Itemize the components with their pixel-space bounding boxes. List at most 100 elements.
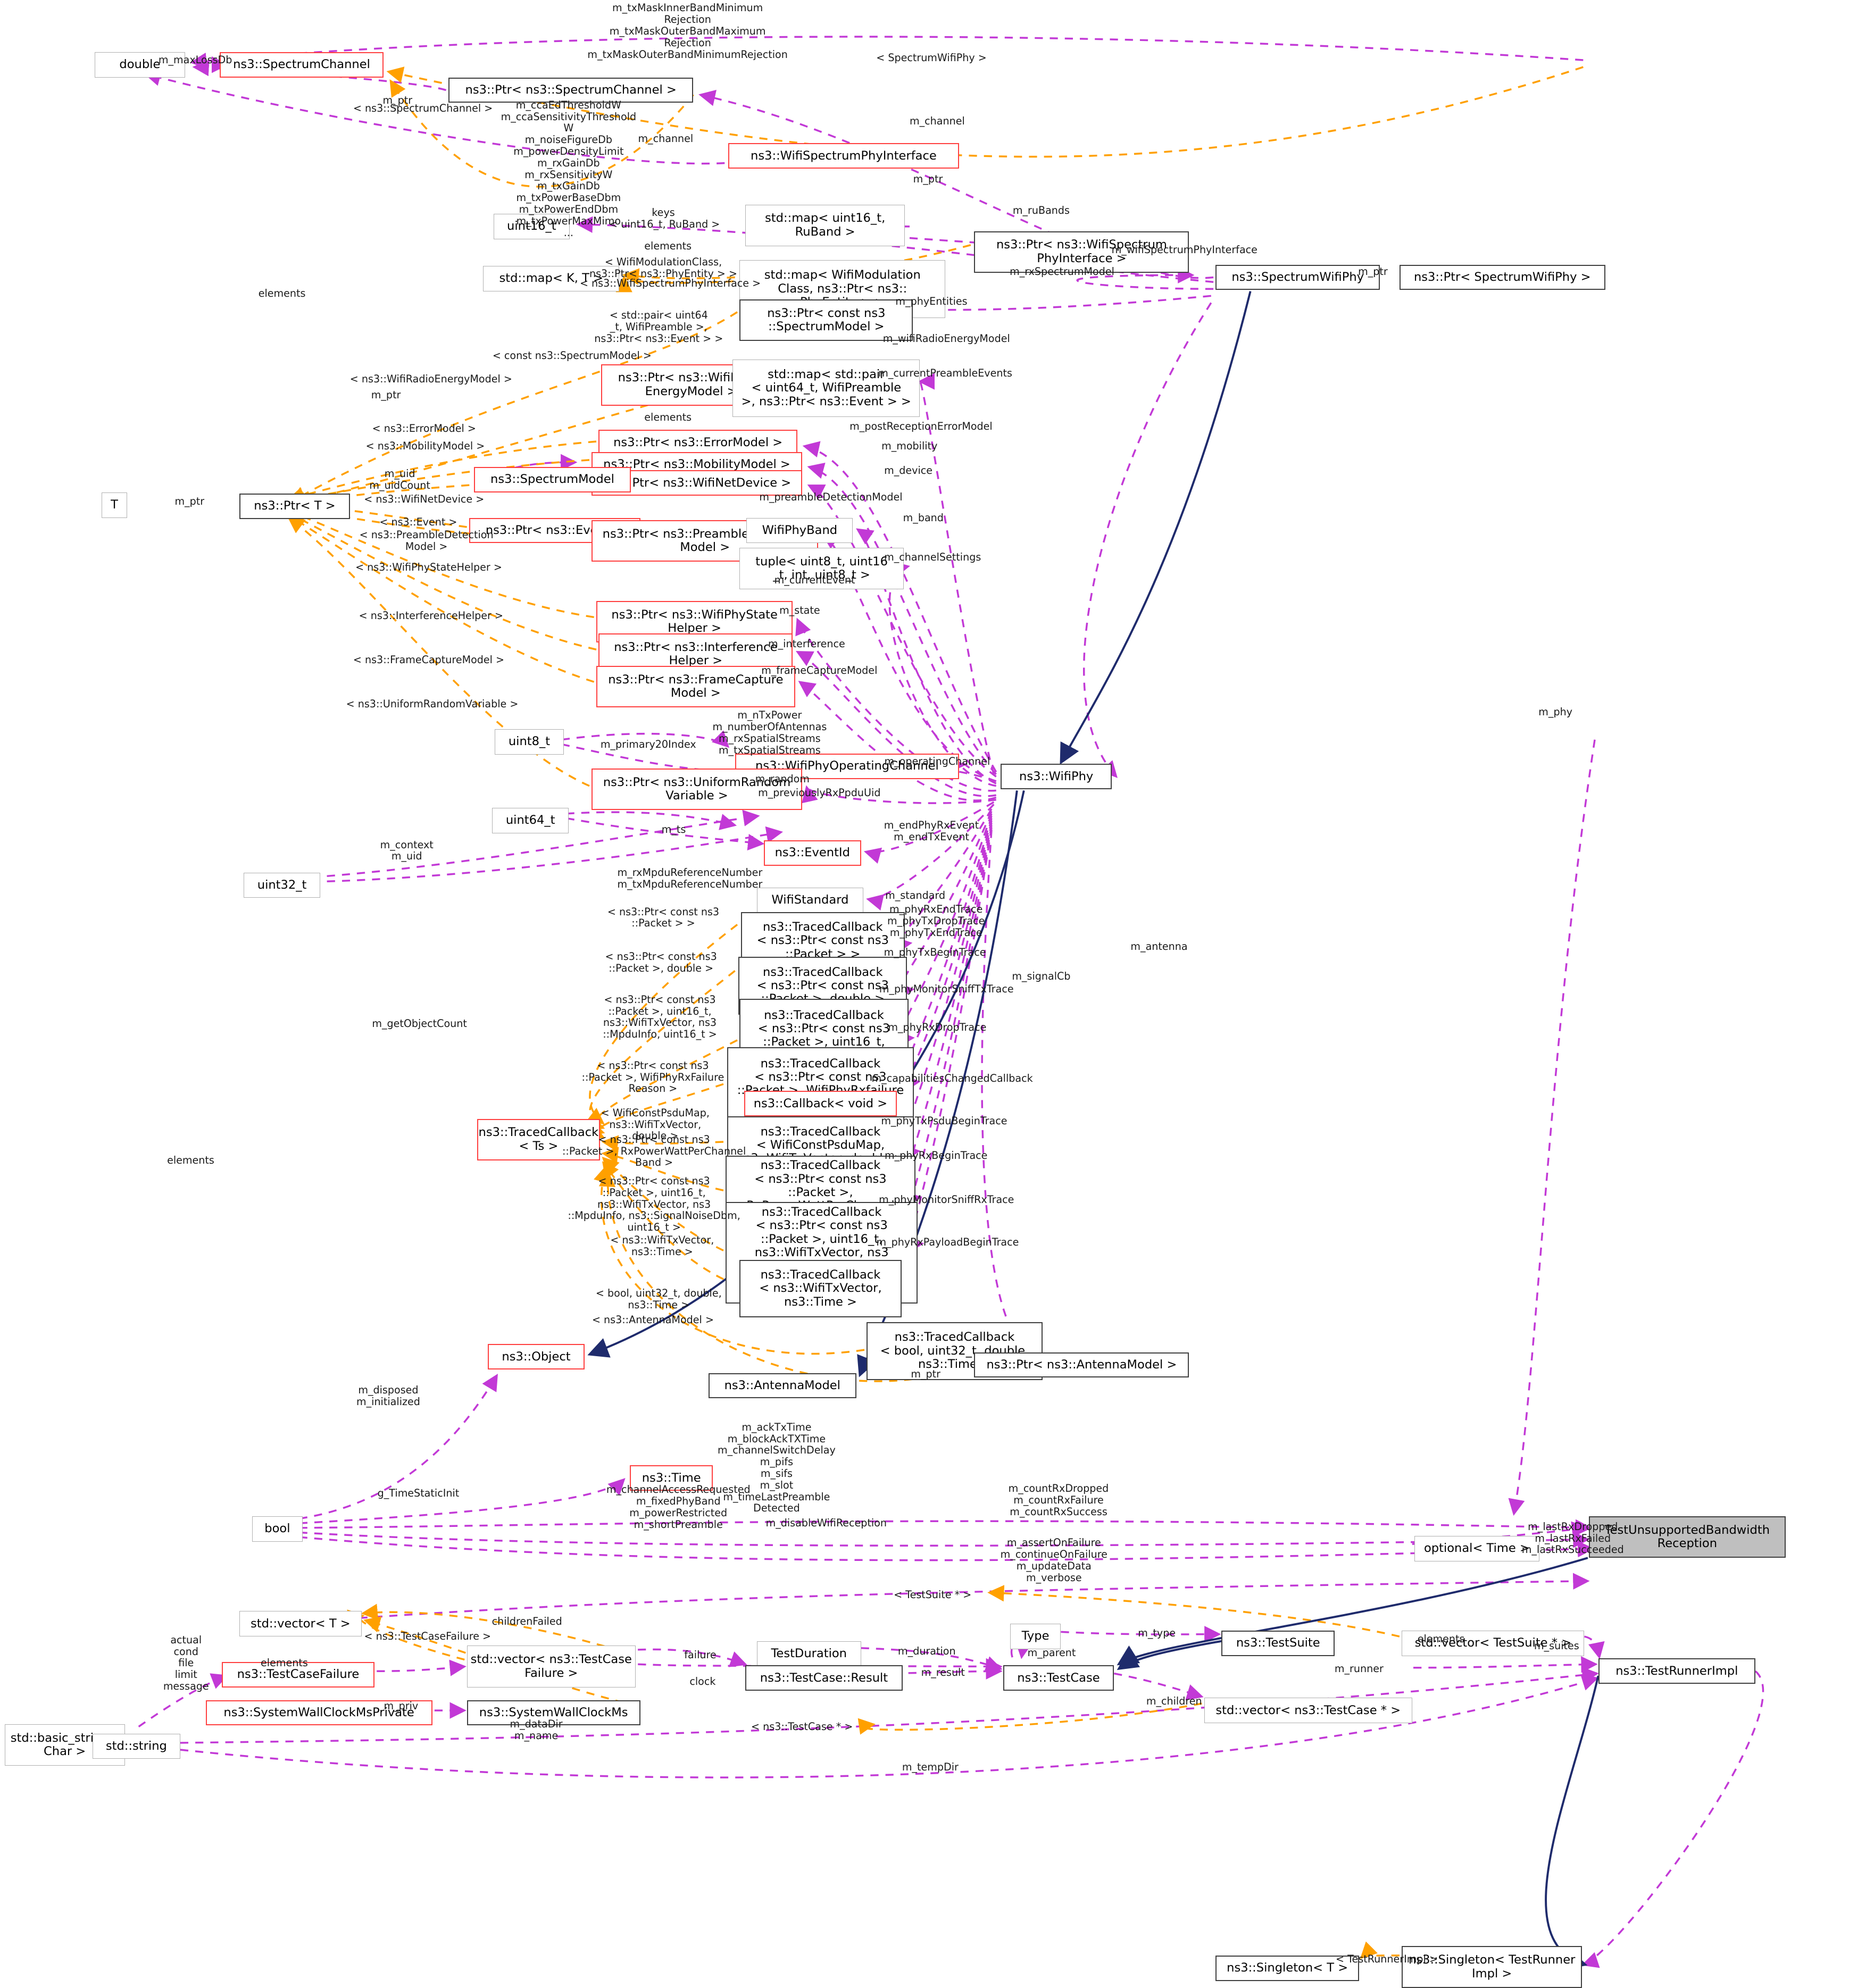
node-wifiSpectrumPhyInterface[interactable]: ns3::WifiSpectrumPhyInterface bbox=[728, 143, 960, 169]
node-ptrT[interactable]: ns3::Ptr< T > bbox=[239, 493, 351, 519]
edge-label-4: < ns3::SpectrumChannel > bbox=[353, 102, 493, 115]
edge-label-84: g_TimeStaticInit bbox=[377, 1486, 460, 1499]
node-wifiPhy[interactable]: ns3::WifiPhy bbox=[1001, 764, 1112, 790]
node-uint32t[interactable]: uint32_t bbox=[244, 872, 320, 898]
node-testSuite[interactable]: ns3::TestSuite bbox=[1221, 1631, 1335, 1656]
node-ptrWifiSpectrumPhyInterface[interactable]: ns3::Ptr< ns3::WifiSpectrum PhyInterface… bbox=[974, 231, 1189, 273]
edge-label-18: m_phyEntities bbox=[895, 295, 968, 308]
node-ptrConstSpectrumModel[interactable]: ns3::Ptr< const ns3 ::SpectrumModel > bbox=[739, 299, 913, 341]
node-mapUint16RuBand[interactable]: std::map< uint16_t, RuBand > bbox=[745, 204, 905, 246]
edge-label-17: m_ptr bbox=[1358, 265, 1388, 278]
node-placeholderT[interactable]: T bbox=[102, 492, 127, 518]
node-antennaModel[interactable]: ns3::AntennaModel bbox=[708, 1373, 856, 1399]
edge-label-108: < ns3::TestCase * > bbox=[751, 1720, 853, 1733]
edge-label-90: m_assertOnFailure m_continueOnFailure m_… bbox=[1000, 1536, 1107, 1584]
node-mapKT[interactable]: std::map< K, T > bbox=[483, 265, 620, 291]
edge-label-68: < WifiConstPsduMap, ns3::WifiTxVector, d… bbox=[601, 1106, 710, 1142]
node-singletonTestRunnerImpl[interactable]: ns3::Singleton< TestRunner Impl > bbox=[1402, 1946, 1583, 1988]
edge-label-32: m_uid m_uidCount bbox=[369, 467, 430, 491]
edge-label-35: m_preambleDetectionModel bbox=[759, 490, 903, 503]
node-tracedCallbackTs[interactable]: ns3::TracedCallback < Ts > bbox=[477, 1118, 600, 1160]
node-spectrumModel[interactable]: ns3::SpectrumModel bbox=[473, 466, 631, 492]
edge-label-62: < ns3::Ptr< const ns3 ::Packet >, uint16… bbox=[603, 993, 717, 1041]
edge-label-2: < SpectrumWifiPhy > bbox=[876, 51, 987, 64]
edge-label-36: < ns3::Event > bbox=[379, 516, 457, 529]
edge-label-0: m_txMaskInnerBandMinimum Rejection m_txM… bbox=[587, 2, 788, 61]
edge-label-78: m_signalCb bbox=[1012, 970, 1071, 983]
edge-label-66: m_capabilitiesChangedCallback bbox=[871, 1072, 1033, 1084]
edge-label-57: m_standard bbox=[885, 889, 946, 902]
node-testDuration[interactable]: TestDuration bbox=[756, 1641, 861, 1667]
node-vectorTestSuitePtr[interactable]: std::vector< TestSuite * > bbox=[1402, 1631, 1585, 1656]
node-vectorTestCasePtr[interactable]: std::vector< ns3::TestCase * > bbox=[1204, 1698, 1412, 1724]
edge-label-98: m_parent bbox=[1027, 1646, 1076, 1659]
node-systemWallClockMs[interactable]: ns3::SystemWallClockMs bbox=[467, 1700, 640, 1726]
edge-label-87: m_lastRxDropped m_lastRxFailed m_lastRxS… bbox=[1521, 1520, 1624, 1556]
node-spectrumChannel[interactable]: ns3::SpectrumChannel bbox=[219, 52, 384, 78]
node-double[interactable]: double bbox=[95, 52, 185, 78]
node-callbackVoid[interactable]: ns3::Callback< void > bbox=[744, 1091, 897, 1117]
node-type[interactable]: Type bbox=[1010, 1624, 1061, 1649]
node-testCaseResult[interactable]: ns3::TestCase::Result bbox=[745, 1665, 903, 1691]
node-wifiPhyBand[interactable]: WifiPhyBand bbox=[746, 517, 853, 544]
edge-label-39: m_channelSettings bbox=[884, 550, 981, 563]
edge-label-1: m_maxLossDb bbox=[158, 54, 232, 66]
edge-label-54: m_endPhyRxEvent m_endTxEvent bbox=[884, 818, 979, 843]
edge-label-59: m_phyRxEndTrace m_phyTxDropTrace m_phyTx… bbox=[887, 903, 985, 939]
edge-label-80: m_phy bbox=[1538, 705, 1573, 718]
edge-label-65: < ns3::Ptr< const ns3 ::Packet >, WifiPh… bbox=[581, 1059, 724, 1095]
edge-label-82: m_disposed m_initialized bbox=[356, 1384, 420, 1408]
edge-label-107: m_dataDir m_name bbox=[510, 1718, 563, 1742]
edge-label-86: m_countRxDropped m_countRxFailure m_coun… bbox=[1008, 1482, 1109, 1518]
node-focusNode[interactable]: TestUnsupportedBandwidth Reception bbox=[1589, 1516, 1786, 1558]
edge-label-102: m_result bbox=[921, 1666, 965, 1678]
node-stdString[interactable]: std::string bbox=[92, 1733, 180, 1759]
edge-label-67: m_getObjectCount bbox=[372, 1017, 467, 1030]
edge-label-104: clock bbox=[689, 1675, 716, 1688]
edge-label-96: m_type bbox=[1138, 1626, 1176, 1639]
edge-label-22: < const ns3::SpectrumModel > bbox=[492, 349, 652, 362]
edge-label-48: m_nTxPower m_numberOfAntennas m_rxSpatia… bbox=[712, 709, 827, 756]
node-testRunnerImpl[interactable]: ns3::TestRunnerImpl bbox=[1598, 1658, 1756, 1684]
node-singletonT[interactable]: ns3::Singleton< T > bbox=[1215, 1955, 1359, 1981]
edge-label-37: m_band bbox=[903, 511, 944, 524]
node-eventId[interactable]: ns3::EventId bbox=[764, 840, 861, 866]
node-uint16t[interactable]: uint16_t bbox=[493, 214, 570, 239]
node-time[interactable]: ns3::Time bbox=[630, 1465, 713, 1491]
node-ptrSpectrumChannel[interactable]: ns3::Ptr< ns3::SpectrumChannel > bbox=[448, 77, 694, 103]
node-spectrumWifiPhy[interactable]: ns3::SpectrumWifiPhy bbox=[1215, 264, 1380, 290]
node-ptrFrameCaptureModel[interactable]: ns3::Ptr< ns3::FrameCapture Model > bbox=[596, 665, 795, 707]
node-mapPairPreamble[interactable]: std::map< std::pair < uint64_t, WifiPrea… bbox=[732, 359, 920, 417]
edge-label-76: < bool, uint32_t, double, ns3::Time > bbox=[595, 1287, 722, 1311]
node-tupleChannelSettings[interactable]: tuple< uint8_t, uint16 _t, int, uint8_t … bbox=[739, 548, 904, 590]
edge-label-106: m_children bbox=[1146, 1694, 1202, 1707]
node-systemWallClockMsPrivate[interactable]: ns3::SystemWallClockMsPrivate bbox=[205, 1700, 432, 1726]
node-testCaseFailure[interactable]: ns3::TestCaseFailure bbox=[222, 1661, 374, 1688]
node-vectorT[interactable]: std::vector< T > bbox=[239, 1611, 362, 1637]
node-testCase[interactable]: ns3::TestCase bbox=[1003, 1665, 1114, 1691]
edge-label-109: m_tempDir bbox=[902, 1760, 959, 1773]
node-ptrSpectrumWifiPhy[interactable]: ns3::Ptr< SpectrumWifiPhy > bbox=[1399, 264, 1605, 290]
node-uint8t[interactable]: uint8_t bbox=[494, 729, 564, 755]
node-ptrAntennaModel[interactable]: ns3::Ptr< ns3::AntennaModel > bbox=[974, 1352, 1189, 1378]
edge-label-30: m_mobility bbox=[881, 439, 938, 452]
edge-label-73: m_phyMonitorSniffRxTrace bbox=[879, 1193, 1014, 1206]
node-ptrUniformRandomVariable[interactable]: ns3::Ptr< ns3::UniformRandom Variable > bbox=[592, 769, 802, 811]
edge-label-33: m_ptr bbox=[174, 495, 205, 508]
node-vectorTestCaseFailure[interactable]: std::vector< ns3::TestCase Failure > bbox=[467, 1645, 636, 1688]
node-uint64t[interactable]: uint64_t bbox=[492, 807, 569, 833]
node-tcWifiTxVectorTime[interactable]: ns3::TracedCallback < ns3::WifiTxVector,… bbox=[739, 1259, 902, 1318]
node-wifiStandard[interactable]: WifiStandard bbox=[756, 887, 863, 913]
edge-label-93: < ns3::TestCaseFailure > bbox=[364, 1630, 492, 1643]
node-ptrErrorModel[interactable]: ns3::Ptr< ns3::ErrorModel > bbox=[598, 430, 797, 456]
edge-label-44: m_interference bbox=[768, 637, 845, 650]
node-object[interactable]: ns3::Object bbox=[487, 1344, 585, 1370]
edge-label-27: m_postReceptionErrorModel bbox=[849, 420, 993, 432]
node-mapWifiModulation[interactable]: std::map< WifiModulation Class, ns3::Ptr… bbox=[739, 260, 946, 318]
node-optionalTime[interactable]: optional< Time > bbox=[1414, 1536, 1539, 1561]
edge-label-21: m_wifiRadioEnergyModel bbox=[882, 332, 1010, 345]
edge-label-91: < TestSuite * > bbox=[894, 1588, 972, 1601]
node-bool[interactable]: bool bbox=[252, 1516, 303, 1542]
edge-label-110: < TestRunnerImpl > bbox=[1336, 1952, 1438, 1965]
